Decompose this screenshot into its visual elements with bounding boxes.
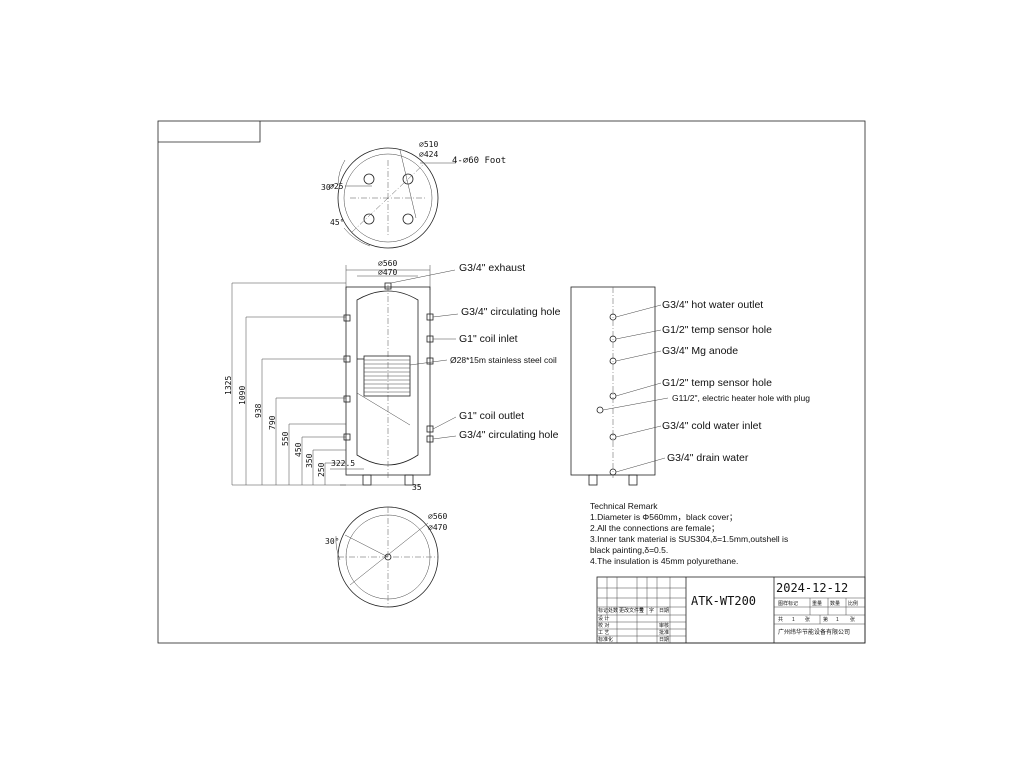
label-coil-outlet: G1" coil outlet [459, 410, 524, 422]
label-circ-top: G3/4" circulating hole [461, 306, 561, 318]
foot-hole [363, 173, 375, 185]
label-temp-sensor-1: G1/2" temp sensor hole [662, 324, 772, 336]
sheet-cell: 共 [778, 616, 783, 623]
sheet-cell: 张 [850, 616, 855, 623]
dim-250: 250 [317, 462, 326, 477]
dim-790: 790 [268, 415, 277, 430]
remark-line: 2.All the connections are female； [590, 523, 719, 533]
role-cell: 设 计 [598, 615, 609, 622]
dim-1325: 1325 [224, 376, 233, 395]
front-dim-560: ⌀560 [378, 259, 397, 268]
rev-header-cell: 处数 [608, 607, 618, 614]
height-dimensions [231, 282, 364, 486]
label-heater: G11/2", electric heater hole with plug [672, 393, 810, 403]
bottom-dim-560: ⌀560 [428, 512, 447, 521]
rev-header-cell: 日期 [659, 608, 669, 614]
label-temp-sensor-2: G1/2" temp sensor hole [662, 377, 772, 389]
dim-322: 322.5 [331, 459, 355, 468]
rev-header-cell: 标记 [598, 607, 608, 614]
dim-938: 938 [254, 403, 263, 418]
header-cell: 数量 [830, 600, 840, 607]
foot-hole [402, 213, 414, 225]
label-mg-anode: G3/4" Mg anode [662, 345, 738, 357]
heating-coil [356, 355, 411, 426]
drawing-border [157, 120, 866, 644]
header-cell: 重量 [812, 600, 822, 607]
remark-line: black painting,δ=0.5. [590, 545, 668, 555]
label-cold-water: G3/4" cold water inlet [662, 420, 762, 432]
label-exhaust: G3/4" exhaust [459, 262, 525, 274]
company-name: 广州纬华节能设备有限公司 [778, 628, 850, 636]
dim-424: ⌀424 [419, 150, 438, 159]
rev-header-cell: 字 [649, 607, 654, 614]
remark-line: 4.The insulation is 45mm polyurethane. [590, 556, 738, 566]
label-hot-water: G3/4" hot water outlet [662, 299, 763, 311]
title-block: 标记 处数 更改文件号 签 字 日期 设 计 校 对 工 艺 标准化 审核 批准… [596, 576, 866, 644]
sheet-cell: 张 [805, 616, 810, 623]
rev-header-cell: 更改文件号 [619, 607, 644, 614]
angle-45: 45° [330, 218, 344, 227]
label-circ-bottom: G3/4" circulating hole [459, 429, 559, 441]
corner-box [158, 121, 261, 143]
role-cell: 审核 [659, 622, 669, 629]
remark-line: 3.Inner tank material is SUS304,δ=1.5mm,… [590, 534, 788, 544]
foot-hole [363, 213, 375, 225]
bottom-dim-470: ⌀470 [428, 523, 447, 532]
remark-line: 1.Diameter is Φ560mm，black cover； [590, 512, 738, 522]
sheet-cell: 第 [823, 616, 828, 623]
header-cell: 比例 [848, 600, 858, 607]
rev-header-cell: 签 [639, 607, 644, 614]
role-cell: 工 艺 [598, 630, 609, 636]
bottom-angle-30: 30° [325, 537, 339, 546]
header-cell: 图样标记 [778, 600, 798, 607]
sheet-cell: 1 [836, 617, 839, 623]
bottom-view: ⌀560 ⌀470 30° [325, 506, 447, 608]
top-view: ⌀510 ⌀424 4-⌀60 Foot 30° ⌀25 45° [321, 140, 506, 249]
dim-1090: 1090 [238, 386, 247, 405]
sheet-cell: 1 [792, 617, 795, 623]
model-name: ATK-WT200 [691, 594, 756, 608]
dim-510: ⌀510 [419, 140, 438, 149]
role-cell: 批准 [659, 629, 669, 636]
remark-title: Technical Remark [590, 501, 658, 511]
foot-label: 4-⌀60 Foot [452, 156, 506, 166]
dim-35: 35 [412, 483, 422, 492]
drawing-date: 2024-12-12 [776, 581, 848, 595]
role-cell: 标准化 [598, 636, 613, 643]
front-view: ⌀560 ⌀470 [224, 259, 561, 492]
dim-350: 350 [305, 453, 314, 468]
role-cell: 校 对 [598, 622, 609, 629]
small-dia: ⌀25 [329, 182, 344, 191]
label-coil-inlet: G1" coil inlet [459, 333, 518, 345]
side-view: G3/4" hot water outlet G1/2" temp sensor… [570, 286, 810, 486]
label-coil: Ø28*15m stainless steel coil [450, 355, 557, 365]
role-cell: 日期 [659, 637, 669, 643]
dim-550: 550 [281, 431, 290, 446]
technical-remark: Technical Remark 1.Diameter is Φ560mm，bl… [590, 501, 788, 566]
dim-450: 450 [294, 442, 303, 457]
angle-30-top: 30° [321, 183, 335, 192]
label-drain: G3/4" drain water [667, 452, 749, 464]
port-heater [596, 406, 604, 414]
front-dim-470: ⌀470 [378, 268, 397, 277]
